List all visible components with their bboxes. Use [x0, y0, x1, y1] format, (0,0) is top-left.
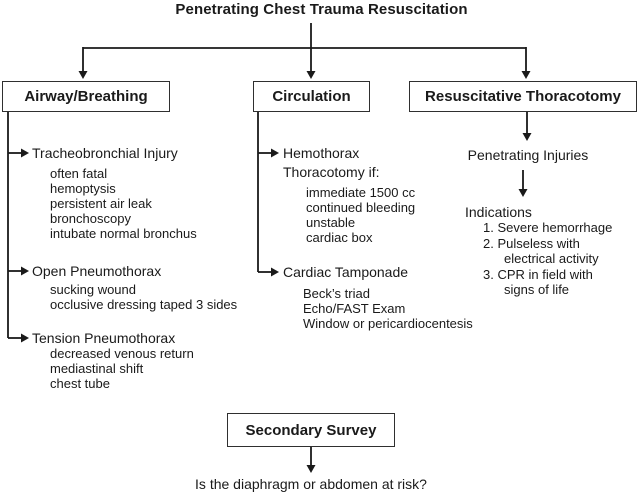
sub-item: Window or pericardiocentesis [303, 316, 473, 331]
circulation-arrow2-head-icon [271, 267, 279, 277]
down-arrow-airway-head-icon [78, 71, 88, 79]
airway-item-open-pneumothorax: Open Pneumothorax [32, 263, 162, 279]
diagram-title: Penetrating Chest Trauma Resuscitation [175, 1, 468, 18]
hemothorax-label-line2: Thoracotomy if: [283, 164, 380, 180]
circulation-box: Circulation [253, 81, 370, 112]
circulation-arrow1-head-icon [271, 148, 279, 158]
sub-item: immediate 1500 cc [306, 185, 416, 200]
sub-item: persistent air leak [50, 196, 152, 211]
circulation-item-cardiac-tamponade-sublist: Beck’s triad Echo/FAST Exam Window or pe… [303, 286, 473, 331]
airway-item-tracheobronchial-injury: Tracheobronchial Injury [32, 145, 178, 161]
resuscitative-thoracotomy-box: Resuscitative Thoracotomy [409, 81, 637, 112]
sub-item: unstable [306, 215, 356, 230]
sub-item: Echo/FAST Exam [303, 301, 406, 316]
indication-item-continuation: electrical activity [504, 251, 599, 266]
airway-arrow1-head-icon [21, 148, 29, 158]
sub-item: decreased venous return [50, 346, 194, 361]
circulation-item-hemothorax-sublist: immediate 1500 cc continued bleeding uns… [306, 185, 415, 245]
airway-breathing-box: Airway/Breathing [2, 81, 170, 112]
indication-item: 1. Severe hemorrhage [483, 220, 613, 235]
diaphragm-abdomen-question: Is the diaphragm or abdomen at risk? [195, 476, 427, 492]
indications-heading: Indications [465, 204, 532, 220]
secondary-arrow-head-icon [306, 465, 316, 473]
sub-item: bronchoscopy [50, 211, 131, 226]
penetrating-injuries-label: Penetrating Injuries [467, 147, 589, 163]
sub-item: chest tube [50, 376, 110, 391]
secondary-survey-box-label: Secondary Survey [245, 421, 377, 439]
down-arrow-circulation-head-icon [306, 71, 316, 79]
indication-item-continuation: signs of life [504, 282, 570, 297]
resuscitative-thoracotomy-box-label: Resuscitative Thoracotomy [425, 88, 621, 105]
sub-item: continued bleeding [306, 200, 416, 215]
sub-item: occlusive dressing taped 3 sides [50, 297, 238, 312]
sub-item: often fatal [50, 166, 108, 181]
airway-item-open-pneumothorax-sublist: sucking wound occlusive dressing taped 3… [50, 282, 237, 312]
sub-item: intubate normal bronchus [50, 226, 197, 241]
hemothorax-label-line1: Hemothorax [283, 145, 360, 161]
airway-breathing-box-label: Airway/Breathing [24, 88, 148, 105]
sub-item: cardiac box [306, 230, 373, 245]
circulation-item-hemothorax: Hemothorax Thoracotomy if: [283, 144, 379, 182]
secondary-survey-box: Secondary Survey [227, 413, 395, 447]
sub-item: sucking wound [50, 282, 136, 297]
indication-item: 3. CPR in field with [483, 266, 593, 282]
thoracotomy-arrow1-head-icon [522, 133, 532, 141]
airway-item-tracheobronchial-sublist: often fatal hemoptysis persistent air le… [50, 166, 197, 241]
indication-item: 2. Pulseless with [483, 235, 580, 251]
airway-arrow2-head-icon [21, 266, 29, 276]
airway-arrow3-head-icon [21, 333, 29, 343]
thoracotomy-arrow2-head-icon [518, 189, 528, 197]
airway-item-tension-pneumothorax-sublist: decreased venous return mediastinal shif… [50, 346, 194, 391]
indications-list: 1. Severe hemorrhage 2. Pulseless with e… [483, 220, 612, 298]
down-arrow-thoracotomy-head-icon [521, 71, 531, 79]
circulation-item-cardiac-tamponade: Cardiac Tamponade [283, 264, 409, 280]
airway-item-tension-pneumothorax: Tension Pneumothorax [32, 330, 176, 346]
sub-item: mediastinal shift [50, 361, 144, 376]
circulation-box-label: Circulation [272, 88, 351, 105]
sub-item: Beck’s triad [303, 286, 370, 301]
sub-item: hemoptysis [50, 181, 116, 196]
